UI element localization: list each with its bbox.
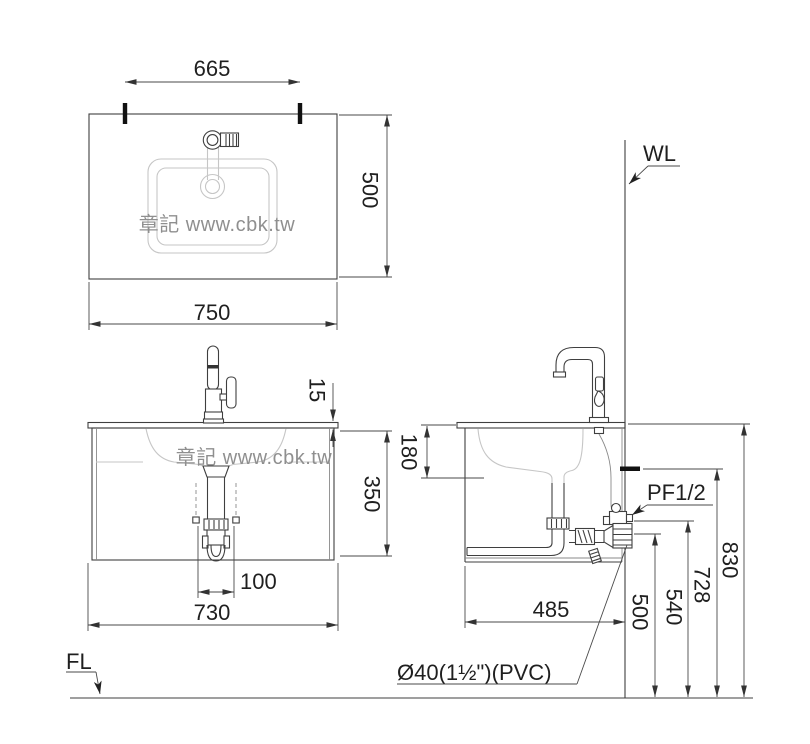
basin-front-right <box>228 428 287 467</box>
dim-350-label: 350 <box>360 476 385 513</box>
dim-100-label: 100 <box>240 569 277 594</box>
angle-valve <box>602 502 634 526</box>
dim-counter-depth: 500 <box>339 114 392 278</box>
floor-line-label: FL <box>66 649 92 674</box>
water-supply-callout: PF1/2 <box>631 480 713 516</box>
drain-side <box>466 483 633 565</box>
dim-cabinet-depth: 485 <box>464 566 625 628</box>
faucet-lever <box>225 376 237 409</box>
drain-pipe-label: Ø40(1½")(PVC) <box>397 660 552 685</box>
dim-valve-height: 540 <box>634 520 694 697</box>
dim-cabinet-width: 730 <box>87 563 339 631</box>
dim-180-label: 180 <box>397 434 422 471</box>
watermark-top: 章記 www.cbk.tw <box>139 213 296 236</box>
dim-730-label: 730 <box>194 600 231 625</box>
supply-hose-end-left <box>192 516 200 524</box>
dim-cabinet-height: 350 <box>340 430 392 557</box>
faucet-front <box>202 345 237 424</box>
dim-drain-outlet-height: 500 <box>628 533 661 697</box>
faucet-spout-tip <box>552 371 567 378</box>
basin-side-left <box>477 428 553 483</box>
dim-830-label: 830 <box>718 542 743 579</box>
wall-line-label: WL <box>643 141 676 166</box>
floor-line-callout: FL <box>66 649 102 695</box>
dim-500-top-label: 500 <box>358 172 383 209</box>
dim-500-side-label: 500 <box>628 594 653 631</box>
side-view: 180 485 500 540 728 830 WL <box>66 140 753 699</box>
faucet-body <box>204 388 223 414</box>
dim-counter-thickness: 15 <box>305 378 336 447</box>
dim-cutout-width: 665 <box>125 56 300 85</box>
dim-15-label: 15 <box>305 378 330 402</box>
dim-basin-depth: 180 <box>397 424 484 479</box>
left-tick-mark <box>122 103 128 124</box>
basin-side-right <box>563 428 584 483</box>
faucet-base-inner-circle <box>206 134 219 146</box>
faucet-escutcheon <box>202 418 225 424</box>
dim-540-label: 540 <box>662 589 687 626</box>
drain-front <box>192 465 240 562</box>
faucet-aerator-band <box>207 365 219 369</box>
dim-485-label: 485 <box>533 597 570 622</box>
valve-body <box>608 510 628 526</box>
basin-inner-outline <box>156 167 270 246</box>
dim-750-label: 750 <box>194 300 231 325</box>
dim-728-label: 728 <box>690 567 715 604</box>
supply-hose-end-right <box>232 516 240 524</box>
faucet-handle-side <box>594 376 605 392</box>
faucet-escutcheon-inner <box>204 178 221 195</box>
dim-counter-height: 830 <box>628 423 750 697</box>
watermark-front: 章記 www.cbk.tw <box>176 446 333 469</box>
faucet-escutcheon-outer <box>199 173 226 200</box>
faucet-base-circle <box>202 130 223 150</box>
dim-665-label: 665 <box>194 56 231 81</box>
basin-outer-outline <box>147 158 278 254</box>
faucet-shank <box>593 426 605 435</box>
trap-nut-side <box>546 517 570 530</box>
counter-slab-side <box>456 421 626 429</box>
wall-line-callout: WL <box>628 141 680 185</box>
front-view: 15 350 100 730 章記 www.cbk.tw <box>87 345 392 631</box>
drain-pipe-callout: Ø40(1½")(PVC) <box>397 544 628 685</box>
counter-outline <box>88 113 338 280</box>
dim-counter-width: 750 <box>88 282 338 330</box>
valve-handle <box>610 502 622 514</box>
basin-front-left <box>145 428 204 467</box>
dim-drain-offset: 100 <box>197 526 277 598</box>
right-tick-mark <box>297 103 303 124</box>
faucet-top <box>199 130 240 200</box>
wall-drain-flange <box>612 522 633 549</box>
top-view: 665 500 750 章記 www.cbk.tw <box>88 56 392 330</box>
water-supply-label: PF1/2 <box>647 480 706 505</box>
dim-supply-height: 728 <box>643 468 723 697</box>
water-supply-mark <box>620 466 640 471</box>
